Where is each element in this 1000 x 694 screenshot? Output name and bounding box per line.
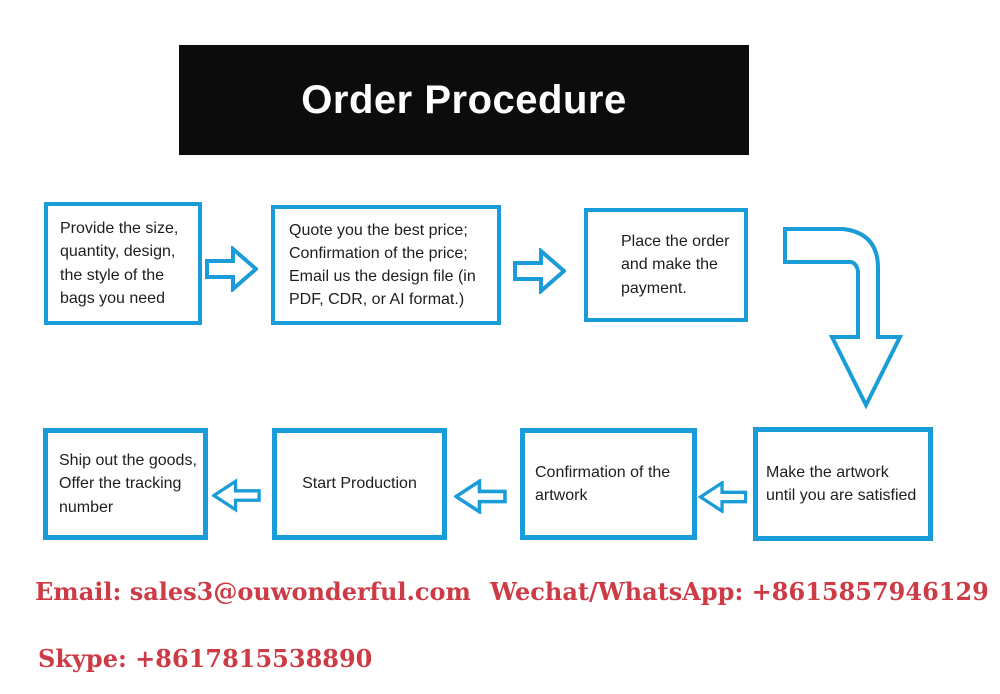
contact-skype: Skype: +8617815538890 [38,644,373,673]
flow-step-quote-price: Quote you the best price; Confirmation o… [271,205,501,325]
arrow-right-icon [205,246,258,292]
page-title: Order Procedure [301,77,627,122]
arrow-right-icon [513,248,566,294]
title-banner: Order Procedure [179,45,749,155]
arrow-left-icon [698,481,748,513]
flow-step-text: Confirmation of the artwork [535,463,671,504]
flow-step-text: Start Production [302,475,417,493]
flow-step-text: Provide the size, quantity, design, the … [60,220,179,307]
elbow-down-arrow-icon [775,220,910,412]
flow-step-confirm-artwork: Confirmation of the artwork [520,428,697,540]
arrow-left-icon [454,479,507,514]
flow-step-start-production: Start Production [272,428,447,540]
flow-step-text: Place the order and make the payment. [621,233,730,297]
flow-step-place-order: Place the order and make the payment. [584,208,748,322]
contact-email: Email: sales3@ouwonderful.com [35,577,471,606]
contact-wechat-whatsapp: Wechat/WhatsApp: +8615857946129 [490,577,989,606]
flow-step-ship-goods: Ship out the goods, Offer the tracking n… [43,428,208,540]
flow-step-text: Ship out the goods, Offer the tracking n… [59,452,197,516]
flow-step-make-artwork: Make the artwork until you are satisfied [753,427,933,541]
flow-step-text: Quote you the best price; Confirmation o… [289,221,476,309]
flow-step-provide-details: Provide the size, quantity, design, the … [44,202,202,325]
arrow-left-icon [212,477,261,514]
flow-step-text: Make the artwork until you are satisfied [766,463,917,504]
